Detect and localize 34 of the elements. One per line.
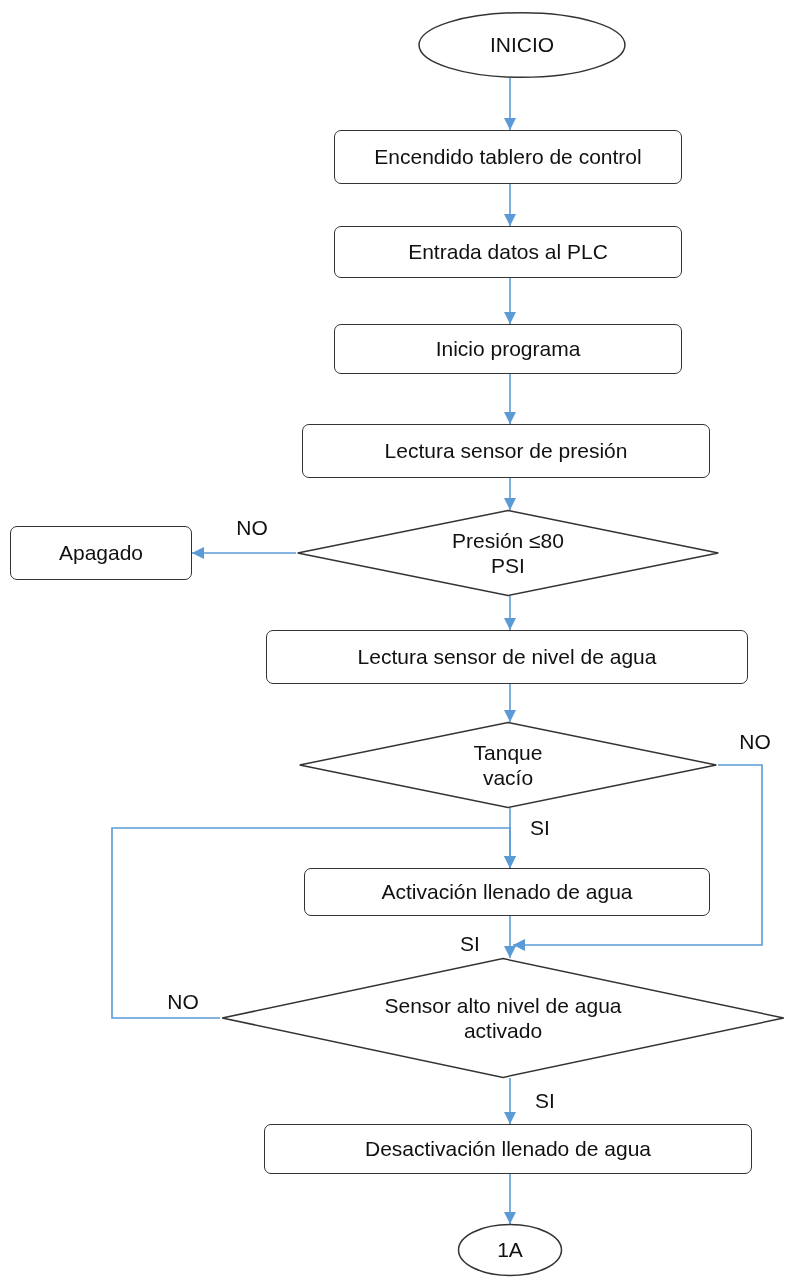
arrow xyxy=(512,764,763,951)
node-text: Presión ≤80 PSI xyxy=(451,527,565,579)
process-box xyxy=(302,424,710,478)
node-text: Activación llenado de agua xyxy=(381,879,633,905)
node-text: Lectura sensor de presión xyxy=(384,438,628,464)
arrow xyxy=(504,915,516,959)
process-box xyxy=(334,324,682,374)
node-text: Lectura sensor de nivel de agua xyxy=(357,644,657,670)
process-box xyxy=(10,526,192,580)
arrow xyxy=(111,827,516,1019)
arrow xyxy=(504,373,516,425)
node-text: Inicio programa xyxy=(435,336,581,362)
node-text: Entrada datos al PLC xyxy=(408,239,608,265)
process-box xyxy=(334,226,682,278)
arrow xyxy=(504,683,516,723)
node-text: INICIO xyxy=(489,32,555,58)
arrow xyxy=(504,277,516,325)
node-text: Encendido tablero de control xyxy=(374,144,642,170)
node-text: 1A xyxy=(497,1237,523,1263)
node-text: Sensor alto nivel de agua activado xyxy=(383,992,623,1044)
process-box xyxy=(304,868,710,916)
node-text: Apagado xyxy=(58,540,144,566)
arrow xyxy=(504,477,516,511)
arrow xyxy=(504,1173,516,1225)
node-text: Desactivación llenado de agua xyxy=(364,1136,651,1162)
process-box xyxy=(266,630,748,684)
process-box xyxy=(264,1124,752,1174)
arrow xyxy=(504,77,516,131)
arrow xyxy=(504,595,516,631)
arrow xyxy=(504,183,516,227)
arrow xyxy=(191,547,297,559)
node-text: Tanque vacío xyxy=(472,739,544,791)
process-box xyxy=(334,130,682,184)
arrow xyxy=(504,1077,516,1125)
